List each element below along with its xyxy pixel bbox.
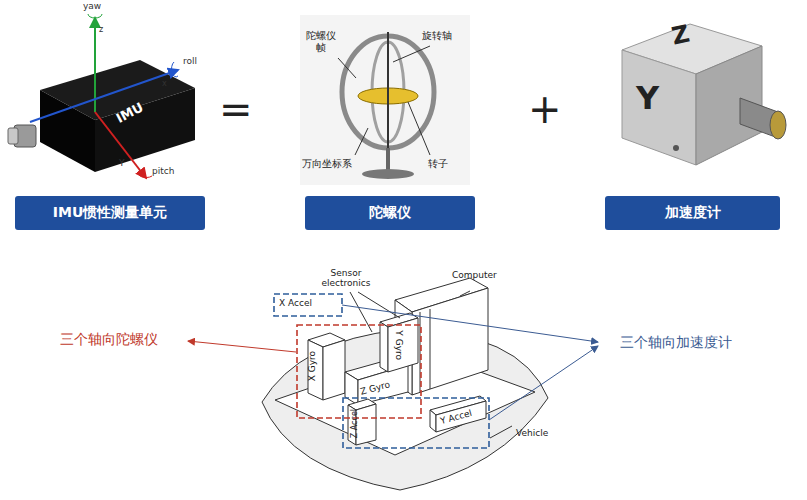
gyroscope-part [355,128,368,155]
axis-label: yaw [83,1,101,11]
imu-schematic [262,278,548,490]
part-name: Vehicle [516,428,548,438]
gyroscope-part [408,102,430,155]
gyroscope-part [362,169,414,179]
leader-arrows-part [489,346,598,420]
accelerometer-part [622,50,696,165]
imu-schematic-part [490,426,512,438]
imu-schematic-part [380,322,388,372]
gyroscope-part [386,148,390,172]
imu-schematic-part [308,340,323,400]
button-text: 陀螺仪 [369,204,411,222]
imu-schematic-part [350,292,372,332]
caption-button: 加速度计 [605,196,780,230]
gyroscope-part [300,15,470,185]
gyroscope-part [338,58,356,78]
axis-letter: Y [636,80,659,117]
imu-schematic-part [388,318,418,372]
group-note: 三个轴向陀螺仪 [60,331,158,347]
part-name: Z Accel [350,409,359,438]
group-outlines-part [297,325,421,418]
equals-sign: = [219,86,253,132]
imu-schematic-part [323,340,345,400]
gyroscope [300,15,470,185]
leader-arrows [188,305,598,420]
part-name: Y Gyro [394,330,404,360]
plus-sign: + [528,86,562,132]
imu-schematic-part [345,372,358,405]
part-name: 旋转轴 [422,30,452,42]
imu-schematic-part [430,410,436,432]
part-name: Sensor electronics [316,268,376,289]
part-name: 万向坐标系 [302,158,352,170]
axis-label: pitch [152,166,174,176]
axis-label: z [99,25,103,34]
part-name: Computer [452,270,497,280]
accelerometer-part [673,145,679,151]
leader-arrows-part [188,341,296,352]
axes-part [172,62,178,77]
group-outlines [274,294,489,448]
part-name: X Gyro [307,351,317,381]
leader-arrows-part [342,305,598,342]
group-outlines-part [274,294,342,316]
part-name: X Accel [279,298,312,308]
part-name: 转子 [428,158,448,170]
group-outlines-part [343,398,489,448]
gyroscope-part [393,46,430,62]
imu-schematic-part [358,365,408,405]
imu-schematic-part [358,292,400,318]
axis-label: Y [119,158,125,168]
imu-box-part [8,128,18,144]
accelerometer-part [770,111,786,139]
button-text: IMU惯性测量单元 [53,204,168,222]
caption-button: IMU惯性测量单元 [15,196,205,230]
imu-schematic-part [436,401,486,432]
accelerometer [622,24,786,165]
imu-schematic-part [412,288,488,395]
imu-box [8,60,195,172]
imu-schematic-part [420,312,421,392]
axis-label: x [162,79,167,88]
axes-part [138,170,152,178]
caption-button: 陀螺仪 [305,196,475,230]
part-name: 陀螺仪 帧 [304,30,338,53]
imu-schematic-part [460,291,470,296]
axes-part [30,70,178,122]
axes [30,14,178,178]
imu-schematic-part [430,309,431,389]
button-text: 加速度计 [665,204,721,222]
group-note: 三个轴向加速度计 [620,334,732,350]
axis-label: roll [183,56,197,66]
gyroscope-part [387,32,389,150]
axes-part [88,14,102,18]
